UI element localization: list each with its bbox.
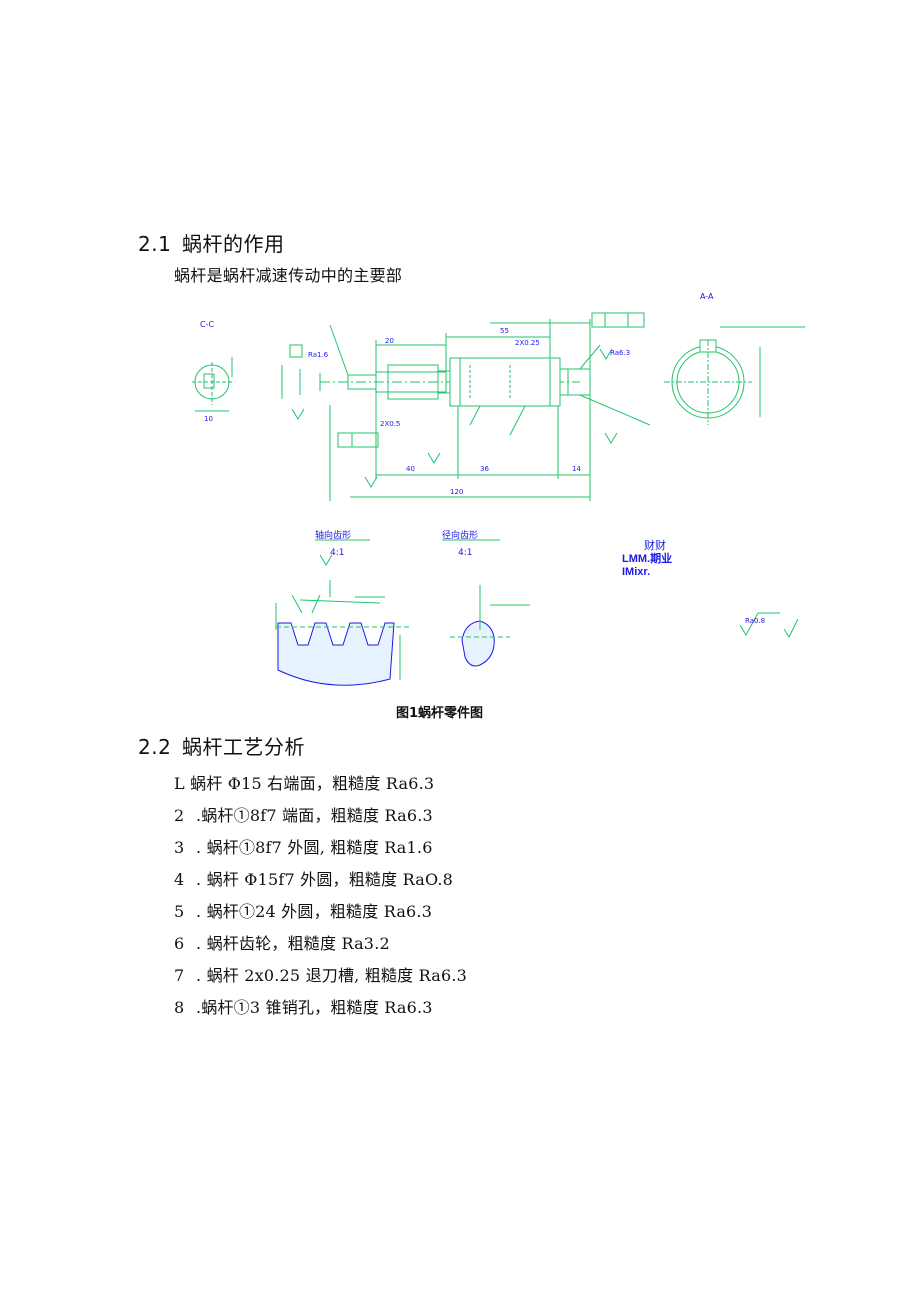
ra-08: Ra0.8 (745, 617, 765, 625)
analysis-item-4: 4 . 蜗杆 Φ15f7 外圆，粗糙度 RaO.8 (174, 866, 453, 890)
item-number: 7 (174, 966, 185, 985)
analysis-item-3: 3 . 蜗杆①8f7 外圆, 粗糙度 Ra1.6 (174, 834, 433, 858)
label-radial-scale: 4:1 (458, 548, 472, 558)
note-line-2: LMM.期业 (622, 553, 673, 565)
dim-40: 40 (406, 465, 415, 473)
label-c-c: C-C (200, 320, 214, 329)
item-number: 4 (174, 870, 185, 889)
dim-2x05: 2X0.5 (380, 420, 400, 428)
item-text: . 蜗杆①24 外圆，粗糙度 Ra6.3 (196, 902, 433, 921)
dim-20: 20 (385, 337, 394, 345)
item-number: 8 (174, 998, 185, 1017)
item-text: . 蜗杆 2x0.25 退刀槽, 粗糙度 Ra6.3 (196, 966, 468, 985)
item-number: L (174, 774, 185, 793)
analysis-item-1: L 蜗杆 Φ15 右端面，粗糙度 Ra6.3 (174, 770, 434, 794)
label-a-a: A-A (700, 292, 714, 301)
worm-part-drawing: C-C A-A 轴向齿形 4:1 径向齿形 4:1 20 10 40 120 3… (192, 292, 805, 686)
dim-120: 120 (450, 488, 463, 496)
section-2-2-heading: 2.2 蜗杆工艺分析 (138, 731, 305, 760)
item-text: . 蜗杆齿轮，粗糙度 Ra3.2 (196, 934, 390, 953)
analysis-item-8: 8 .蜗杆①3 锥销孔，粗糙度 Ra6.3 (174, 994, 433, 1018)
analysis-item-2: 2 .蜗杆①8f7 端面，粗糙度 Ra6.3 (174, 802, 433, 826)
label-axial-scale: 4:1 (330, 548, 344, 558)
note-line-3: IMixr. (622, 566, 651, 578)
section-number: 2.1 (138, 232, 172, 256)
analysis-item-7: 7 . 蜗杆 2x0.25 退刀槽, 粗糙度 Ra6.3 (174, 962, 467, 986)
item-text: .蜗杆①3 锥销孔，粗糙度 Ra6.3 (196, 998, 433, 1017)
dim-2x025: 2X0.25 (515, 339, 540, 347)
section-number: 2.2 (138, 735, 172, 759)
axial-tooth-profile (277, 622, 395, 686)
item-number: 2 (174, 806, 185, 825)
ra-63: Ra6.3 (610, 349, 630, 357)
item-number: 6 (174, 934, 185, 953)
item-number: 3 (174, 838, 185, 857)
label-axial: 轴向齿形 (315, 529, 351, 541)
ra-16: Ra1.6 (308, 351, 329, 359)
radial-tooth-profile (461, 620, 495, 667)
item-text: .蜗杆①8f7 端面，粗糙度 Ra6.3 (196, 806, 433, 825)
dim-10: 10 (204, 415, 213, 423)
dim-55: 55 (500, 327, 509, 335)
section-2-1-paragraph: 蜗杆是蜗杆减速传动中的主要部 (174, 266, 403, 285)
section-title: 蜗杆工艺分析 (182, 735, 305, 759)
figure-caption: 图1蜗杆零件图 (396, 706, 484, 721)
analysis-item-5: 5 . 蜗杆①24 外圆，粗糙度 Ra6.3 (174, 898, 432, 922)
item-text: . 蜗杆①8f7 外圆, 粗糙度 Ra1.6 (196, 838, 433, 857)
section-title: 蜗杆的作用 (182, 232, 285, 256)
analysis-item-6: 6 . 蜗杆齿轮，粗糙度 Ra3.2 (174, 930, 390, 954)
item-number: 5 (174, 902, 185, 921)
drawing-note: 财财 LMM.期业 IMixr. (622, 540, 672, 579)
note-line-1: 财财 (644, 540, 666, 552)
section-2-1-heading: 2.1 蜗杆的作用 (138, 228, 285, 257)
label-radial: 径向齿形 (442, 529, 478, 541)
dim-36: 36 (480, 465, 489, 473)
item-text: . 蜗杆 Φ15f7 外圆，粗糙度 RaO.8 (196, 870, 454, 889)
item-text: 蜗杆 Φ15 右端面，粗糙度 Ra6.3 (190, 774, 435, 793)
dim-14: 14 (572, 465, 581, 473)
